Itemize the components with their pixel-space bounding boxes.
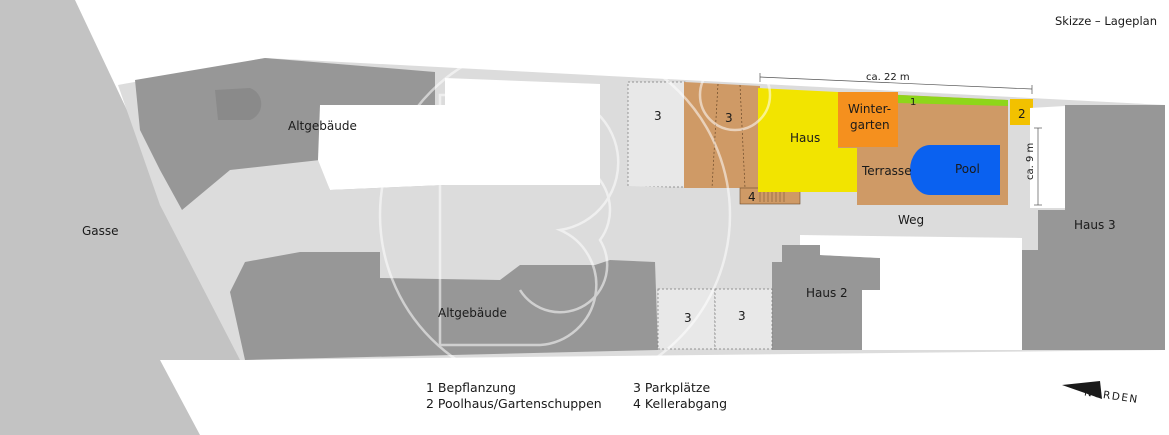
garden-white-area: [800, 235, 1022, 350]
courtyard-area: [445, 78, 600, 185]
haus3-building: [1022, 105, 1165, 350]
haus2-label: Haus 2: [806, 286, 848, 300]
terrasse-label: Terrasse: [861, 164, 912, 178]
legend-item-poolhaus: 2 Poolhaus/Gartenschuppen: [426, 396, 602, 411]
weg-label: Weg: [898, 213, 924, 227]
depth-dimension-label: ca. 9 m: [1025, 143, 1036, 180]
parking-divider-2: [739, 84, 746, 189]
legend-item-parkplaetze: 3 Parkplätze: [633, 380, 711, 395]
depth-dimension: [1034, 127, 1042, 206]
north-arrow: NORDEN: [1062, 381, 1139, 406]
parking-space-bottom-2: [714, 288, 773, 350]
haus2-building: [772, 245, 880, 350]
pool-label: Pool: [955, 162, 980, 176]
haus-label: Haus: [790, 131, 820, 145]
wintergarten-label-line2: garten: [850, 118, 890, 132]
legend-column-2: 3 Parkplätze 4 Kellerabgang: [633, 380, 727, 412]
poolhaus-marker: 2: [1018, 107, 1026, 121]
width-dimension-label: ca. 22 m: [866, 72, 910, 83]
altgebaeude-top-label: Altgebäude: [288, 119, 357, 133]
haus-building: [758, 88, 857, 192]
poolhaus-building: [1010, 99, 1033, 125]
pool: [910, 145, 1000, 195]
haus3-white-gap: [1030, 106, 1065, 208]
weg-path: [600, 185, 1038, 245]
parking-space-left: [627, 81, 686, 188]
legend-column-1: 1 Bepflanzung 2 Poolhaus/Gartenschuppen: [426, 380, 602, 412]
legend-item-kellerabgang: 4 Kellerabgang: [633, 396, 728, 411]
parking-marker-3b: 3: [725, 111, 733, 125]
legend-item-bepflanzung: 1 Bepflanzung: [426, 380, 516, 395]
altgebaeude-bottom-label: Altgebäude: [438, 306, 507, 320]
width-dimension: [759, 73, 1033, 94]
bepflanzung-marker: 1: [910, 97, 916, 108]
north-arrow-icon: [1062, 381, 1102, 399]
parking-marker-3d: 3: [738, 309, 746, 323]
kellerabgang-marker: 4: [748, 190, 756, 204]
parking-space-bottom-1: [657, 288, 716, 350]
parking-divider-1: [711, 83, 719, 189]
parking-marker-3c: 3: [684, 311, 692, 325]
altgebaeude-bottom-building: [230, 252, 658, 360]
parking-marker-3a: 3: [654, 109, 662, 123]
courtyard-area-2: [318, 105, 445, 190]
haus3-label: Haus 3: [1074, 218, 1116, 232]
page-title: Skizze – Lageplan: [1054, 14, 1157, 28]
north-label: NORDEN: [1083, 386, 1139, 406]
gasse-label: Gasse: [82, 224, 119, 238]
wintergarten-building: [838, 92, 898, 147]
bepflanzung-strip: [898, 95, 1008, 106]
watermark-logo: [378, 38, 772, 392]
parcel-brown-parking: [684, 82, 760, 188]
stair-tower: [215, 88, 262, 120]
gasse-street: [0, 0, 245, 435]
wintergarten-label-line1: Winter-: [848, 102, 891, 116]
